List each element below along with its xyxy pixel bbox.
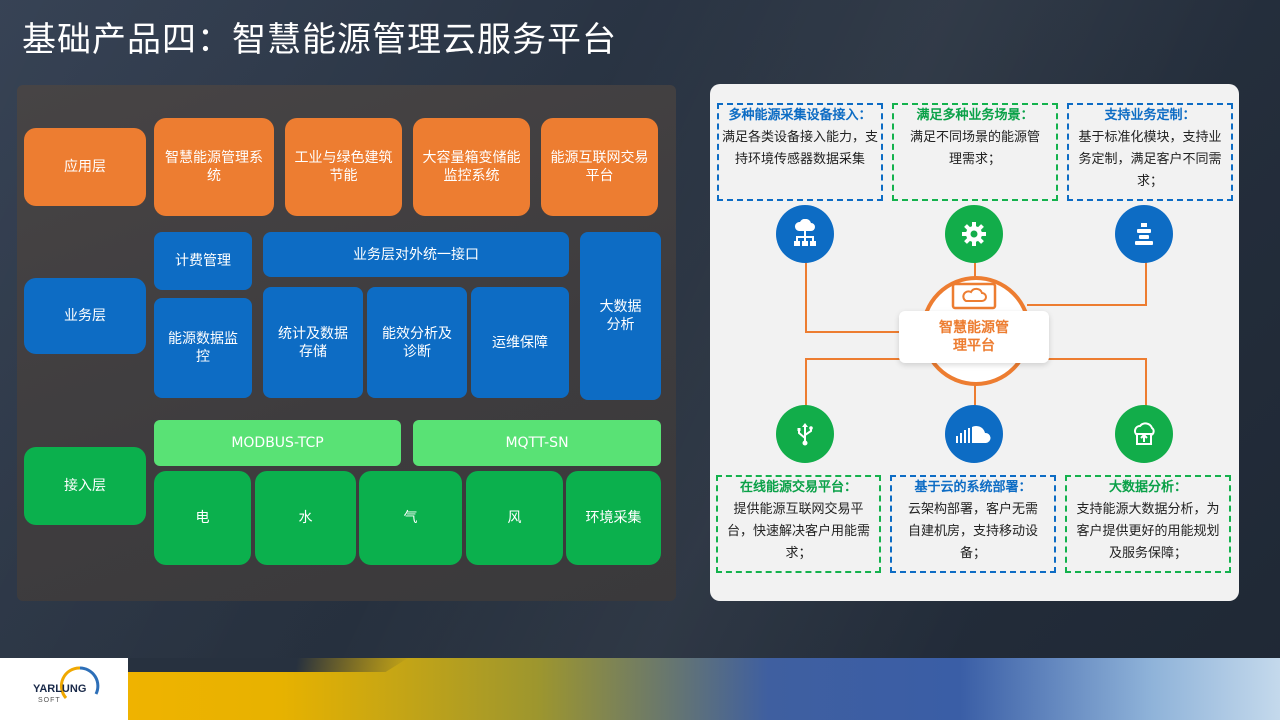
monitor-block: 能源数据监控	[154, 298, 252, 398]
feature-title: 在线能源交易平台：	[739, 480, 857, 495]
feature-title: 多种能源采集设备接入：	[728, 108, 872, 123]
logo-text: YARLUNG	[33, 683, 87, 695]
app-block: 大容量箱变储能监控系统	[413, 118, 530, 216]
connector-line	[805, 358, 807, 408]
feature-cloud-deployment: 基于云的系统部署： 云架构部署，客户无需自建机房，支持移动设备；	[890, 475, 1056, 573]
source-block: 电	[154, 471, 251, 565]
feature-body: 提供能源互联网交易平台，快速解决客户用能需求；	[726, 502, 870, 561]
cloud-upload-icon	[1115, 405, 1173, 463]
feature-title: 满足多种业务场景：	[916, 108, 1034, 123]
feature-title: 基于云的系统部署：	[914, 480, 1032, 495]
footer-accent	[128, 658, 408, 672]
source-block: 环境采集	[566, 471, 661, 565]
layer-label-business: 业务层	[24, 278, 146, 354]
gear-icon	[945, 205, 1003, 263]
network-icon	[776, 205, 834, 263]
feature-body: 云架构部署，客户无需自建机房，支持移动设备；	[907, 502, 1038, 561]
usb-icon	[776, 405, 834, 463]
feature-title: 支持业务定制：	[1104, 108, 1196, 123]
source-block: 水	[255, 471, 356, 565]
connector-line	[1145, 358, 1147, 408]
connector-line	[805, 358, 902, 360]
feature-online-trading: 在线能源交易平台： 提供能源互联网交易平台，快速解决客户用能需求；	[716, 475, 881, 573]
bigdata-block: 大数据分析	[580, 232, 661, 400]
layer-label-access: 接入层	[24, 447, 146, 525]
feature-body: 基于标准化模块，支持业务定制，满足客户不同需求；	[1078, 130, 1222, 189]
logo-subtext: SOFT	[38, 697, 61, 704]
connector-line	[1027, 304, 1147, 306]
connector-line	[805, 260, 807, 332]
feature-business-customization: 支持业务定制： 基于标准化模块，支持业务定制，满足客户不同需求；	[1067, 103, 1233, 201]
connector-line	[1045, 358, 1147, 360]
app-block: 智慧能源管理系统	[154, 118, 274, 216]
efficiency-block: 能效分析及诊断	[367, 287, 467, 398]
feature-device-access: 多种能源采集设备接入： 满足各类设备接入能力，支持环境传感器数据采集	[717, 103, 883, 201]
feature-business-scenes: 满足多种业务场景： 满足不同场景的能源管理需求；	[892, 103, 1058, 201]
source-block: 气	[359, 471, 462, 565]
connector-line	[805, 331, 902, 333]
center-platform-label: 智慧能源管理平台	[899, 311, 1049, 363]
logo-swoosh-icon	[59, 666, 100, 699]
feature-body: 满足各类设备接入能力，支持环境传感器数据采集	[721, 130, 878, 167]
protocol-block: MODBUS-TCP	[154, 420, 401, 466]
page-title: 基础产品四：智慧能源管理云服务平台	[22, 20, 617, 60]
source-block: 风	[466, 471, 563, 565]
connector-line	[1145, 260, 1147, 305]
stats-block: 统计及数据存储	[263, 287, 363, 398]
feature-title: 大数据分析：	[1108, 480, 1187, 495]
feature-bigdata-analysis: 大数据分析： 支持能源大数据分析，为客户提供更好的用能规划及服务保障；	[1065, 475, 1231, 573]
soundcloud-icon	[945, 405, 1003, 463]
app-block: 工业与绿色建筑节能	[285, 118, 402, 216]
cloud-screen-icon	[951, 282, 997, 310]
billing-block: 计费管理	[154, 232, 252, 290]
logo-box	[0, 658, 128, 720]
connector-line	[974, 260, 976, 280]
connector-line	[974, 384, 976, 406]
layer-label-app: 应用层	[24, 128, 146, 206]
unified-interface-block: 业务层对外统一接口	[263, 232, 569, 277]
feature-body: 支持能源大数据分析，为客户提供更好的用能规划及服务保障；	[1076, 502, 1220, 561]
server-stack-icon	[1115, 205, 1173, 263]
feature-body: 满足不同场景的能源管理需求；	[909, 130, 1040, 167]
app-block: 能源互联网交易平台	[541, 118, 658, 216]
ops-block: 运维保障	[471, 287, 569, 398]
protocol-block: MQTT-SN	[413, 420, 661, 466]
